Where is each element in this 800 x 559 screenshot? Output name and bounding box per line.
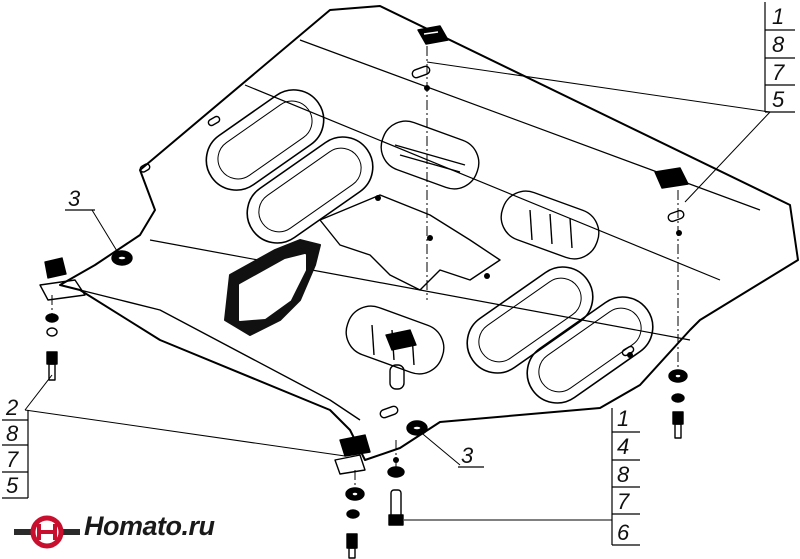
- homato-logo-icon: [14, 515, 80, 549]
- callout-single-bottom: 3: [458, 443, 484, 468]
- mount-holes: [375, 85, 682, 463]
- leader-lines: [24, 61, 771, 521]
- callout-label: 3: [68, 186, 81, 211]
- bend-line-top: [299, 39, 761, 211]
- callout-top-right: 1 8 7 5: [764, 2, 795, 113]
- callout-label: 8: [617, 462, 630, 487]
- brand-logo-text: Homato.ru: [84, 511, 215, 541]
- fastener-stack-right: [668, 369, 688, 439]
- callout-label: 5: [772, 87, 785, 112]
- callout-label: 8: [6, 421, 19, 446]
- callout-label: 2: [5, 395, 18, 420]
- fastener-stack-center: [387, 466, 405, 526]
- cage-nut-top: [417, 25, 689, 189]
- left-bracket: [39, 257, 371, 475]
- fastener-stack-bottom: [345, 487, 365, 559]
- callout-label: 8: [772, 32, 785, 57]
- callout-label: 4: [617, 434, 629, 459]
- callout-label: 3: [461, 443, 474, 468]
- callout-label: 1: [772, 4, 784, 29]
- callout-label: 1: [617, 406, 629, 431]
- serpentine-rib: [319, 194, 501, 291]
- fastener-stack-left: [45, 313, 59, 381]
- assembly-axes: [51, 46, 679, 492]
- callout-label: 7: [617, 489, 630, 514]
- slot-holes: [139, 65, 685, 419]
- vent-slots: [345, 120, 600, 375]
- callout-bottom-right: 1 4 8 7 6: [611, 406, 640, 546]
- front-lip: [79, 289, 361, 421]
- cage-nut-front: [385, 329, 417, 390]
- stiffening-ribs: [205, 89, 654, 404]
- callout-label: 7: [6, 447, 19, 472]
- plate-outline: [59, 5, 799, 461]
- washers-on-plate: [111, 250, 428, 436]
- callout-single-left: 3: [65, 186, 95, 211]
- callout-label: 5: [6, 473, 19, 498]
- callout-label: 6: [617, 520, 630, 545]
- callout-left: 2 8 7 5: [2, 395, 29, 499]
- callout-label: 7: [772, 60, 785, 85]
